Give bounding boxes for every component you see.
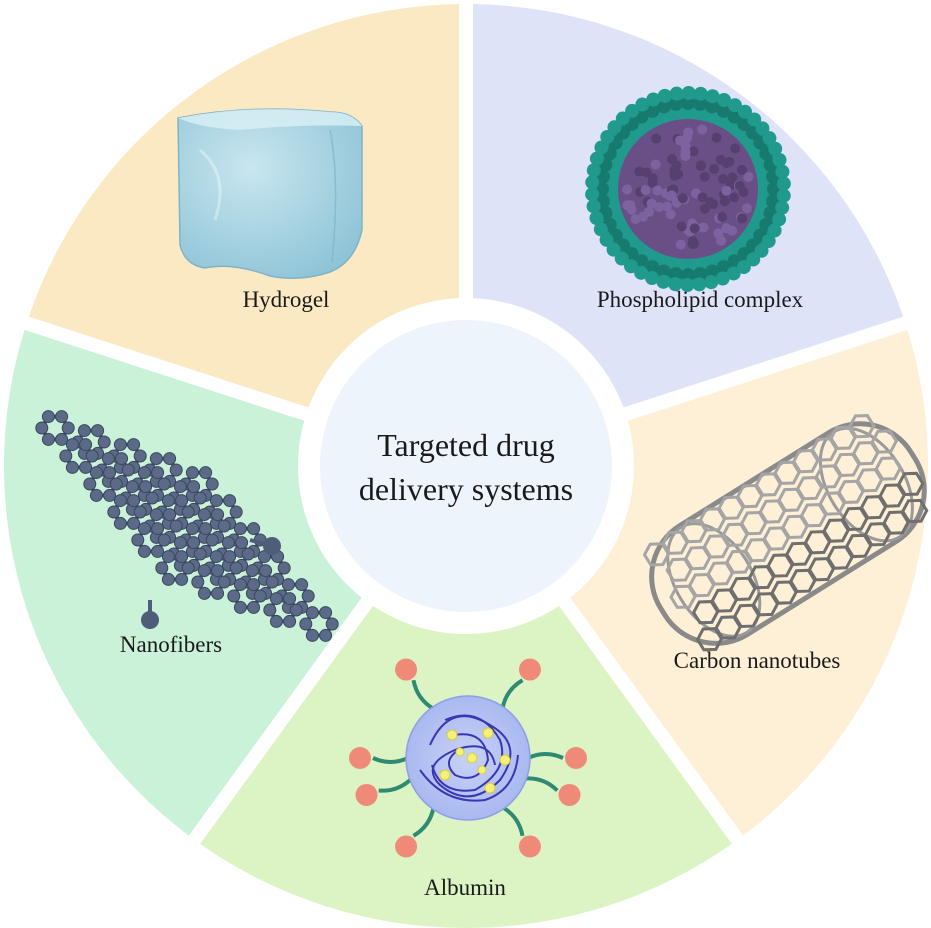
center-title-line1: Targeted drug [377,427,555,463]
label-nanofibers: Nanofibers [120,632,222,657]
center-circle [320,320,612,612]
label-carbon-nanotubes: Carbon nanotubes [674,648,841,673]
hydrogel-cube-icon [178,109,362,278]
label-hydrogel: Hydrogel [243,287,330,312]
label-phospholipid-complex: Phospholipid complex [597,287,804,312]
phospholipid-sphere-icon [585,86,791,292]
center-title-line2: delivery systems [359,471,573,507]
label-albumin: Albumin [424,875,506,900]
